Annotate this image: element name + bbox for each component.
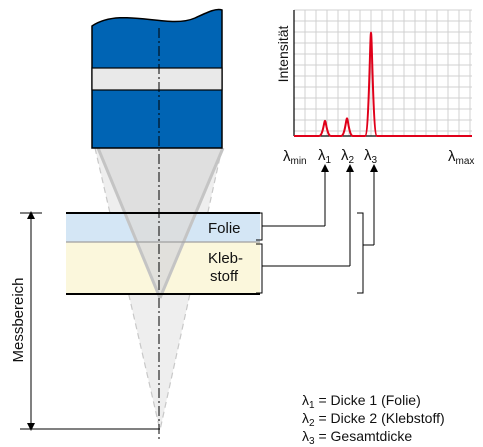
tick-lmin-base: λ [283,148,291,165]
tick-lmax-sub: max [456,156,475,167]
spectrum-series-line [294,31,472,137]
tick-lmax: λmax [448,148,474,167]
chart-grid [294,9,472,136]
adhesive-label-line1: Kleb- [208,250,243,267]
inner-cone [98,148,223,298]
inner-cone-right-edge [158,147,225,299]
legend-sub-3: 3 [309,436,315,447]
adhesive-bracket [256,243,263,294]
legend: λ1 = Dicke 1 (Folie) λ2 = Dicke 2 (Klebs… [302,392,445,447]
tick-l2-base: λ [341,147,349,164]
tick-l1-base: λ [318,147,326,164]
tick-lmax-base: λ [448,148,456,165]
legend-text-2: = Dicke 2 (Klebstoff) [315,410,445,426]
legend-item-2: λ2 = Dicke 2 (Klebstoff) [302,410,445,429]
total-bracket [357,212,364,294]
tick-l1: λ1 [318,147,332,166]
tick-lmin: λmin [283,148,307,167]
legend-sym-2: λ [302,410,309,426]
tick-lmin-sub: min [291,156,307,167]
legend-sym-3: λ [302,428,309,444]
adhesive-label-line2: stoff [210,268,239,285]
spectrum-chart: Intensität [275,9,472,137]
legend-sym-1: λ [302,392,309,408]
legend-text-3: = Gesamtdicke [315,428,413,444]
tick-l3-base: λ [364,147,372,164]
tick-l3: λ3 [364,147,378,166]
legend-text-1: = Dicke 1 (Folie) [315,392,421,408]
chart-plot-area [294,10,472,136]
tick-l3-sub: 3 [372,155,378,166]
tick-l2: λ2 [341,147,355,166]
sensor-window [91,67,223,91]
range-label: Messbereich [10,277,27,362]
legend-item-3: λ3 = Gesamtdicke [302,428,412,447]
inner-cone-left-edge [96,147,162,299]
foil-label: Folie [208,220,241,237]
chart-ylabel: Intensität [275,25,291,82]
legend-item-1: λ1 = Dicke 1 (Folie) [302,392,421,411]
tick-l1-sub: 1 [326,155,332,166]
legend-sub-2: 2 [309,418,315,429]
tick-l2-sub: 2 [349,155,355,166]
legend-sub-1: 1 [309,400,315,411]
